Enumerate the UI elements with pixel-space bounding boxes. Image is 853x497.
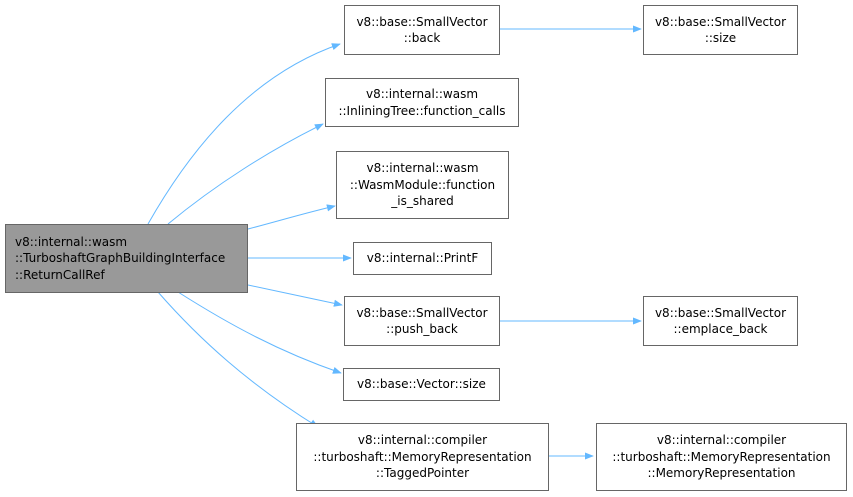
node-smallvector-back-line: v8::base::SmallVector	[356, 14, 488, 29]
edge-root-to-wasm-module	[247, 204, 336, 230]
edge-root-to-push-back	[247, 284, 343, 307]
node-wasm-module-line: _is_shared	[391, 194, 454, 209]
node-tagged-pointer-line: ::TaggedPointer	[375, 466, 470, 481]
edge-root-to-inlining-tree	[167, 123, 324, 225]
node-return-call-ref-line: ::TurboshaftGraphBuildingInterface	[15, 251, 226, 266]
node-inlining-tree-line: v8::internal::wasm	[365, 87, 479, 101]
node-memory-representation-line: ::turboshaft::MemoryRepresentation	[612, 449, 831, 464]
node-inlining-tree-function-calls[interactable]: v8::internal::wasm ::InliningTree::funct…	[325, 78, 519, 127]
edge-root-to-vector-size	[177, 291, 342, 374]
node-vector-size-line: v8::base::Vector::size	[357, 377, 486, 392]
node-smallvector-back-line: ::back	[403, 31, 441, 45]
node-tagged-pointer[interactable]: v8::internal::compiler ::turboshaft::Mem…	[296, 423, 549, 491]
node-return-call-ref-line: v8::internal::wasm	[15, 234, 128, 249]
node-smallvector-size[interactable]: v8::base::SmallVector ::size	[643, 5, 798, 55]
node-smallvector-push-back[interactable]: v8::base::SmallVector ::push_back	[344, 296, 500, 346]
node-push-back-line: ::push_back	[386, 322, 458, 336]
node-smallvector-size-line: ::size	[704, 31, 737, 45]
node-smallvector-size-line: v8::base::SmallVector	[654, 14, 787, 29]
node-emplace-back-line: v8::base::SmallVector	[654, 305, 787, 320]
node-smallvector-back[interactable]: v8::base::SmallVector ::back	[344, 5, 500, 55]
node-memory-representation[interactable]: v8::internal::compiler ::turboshaft::Mem…	[596, 423, 847, 491]
edge-root-to-tagged-pointer	[157, 291, 319, 428]
node-smallvector-emplace-back[interactable]: v8::base::SmallVector ::emplace_back	[643, 296, 798, 346]
node-emplace-back-line: ::emplace_back	[673, 322, 768, 336]
node-printf-line: v8::internal::PrintF	[366, 251, 479, 266]
node-push-back-line: v8::base::SmallVector	[356, 305, 488, 320]
edge-root-to-smallvector-back	[147, 43, 341, 225]
node-tagged-pointer-line: v8::internal::compiler	[357, 433, 488, 448]
node-wasm-module-line: ::WasmModule::function	[349, 177, 496, 192]
node-inlining-tree-line: ::InliningTree::function_calls	[338, 103, 506, 118]
node-return-call-ref-line: ::ReturnCallRef	[15, 267, 105, 282]
node-memory-representation-line: ::MemoryRepresentation	[647, 466, 796, 481]
node-wasm-module-function-is-shared[interactable]: v8::internal::wasm ::WasmModule::functio…	[336, 151, 509, 219]
node-return-call-ref: v8::internal::wasm ::TurboshaftGraphBuil…	[5, 224, 248, 293]
node-wasm-module-line: v8::internal::wasm	[366, 161, 479, 176]
node-memory-representation-line: v8::internal::compiler	[656, 433, 787, 448]
node-vector-size[interactable]: v8::base::Vector::size	[343, 368, 500, 401]
node-tagged-pointer-line: ::turboshaft::MemoryRepresentation	[313, 449, 532, 464]
node-printf[interactable]: v8::internal::PrintF	[353, 242, 492, 275]
